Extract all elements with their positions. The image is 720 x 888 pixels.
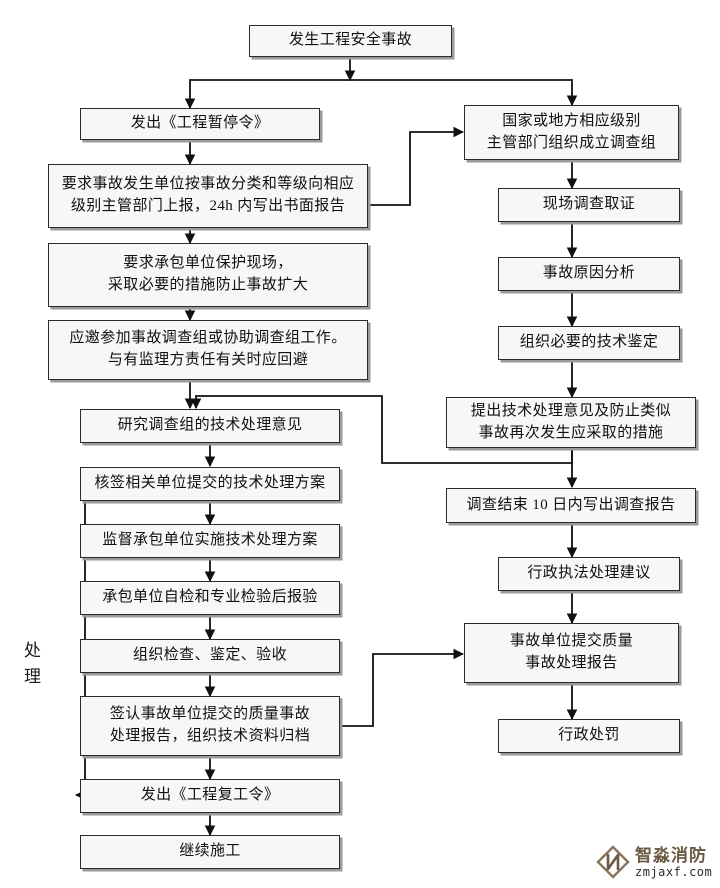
node-site-evidence[interactable]: 现场调查取证 <box>498 188 680 222</box>
node-site-evidence-line-1: 现场调查取证 <box>542 196 636 213</box>
wire-bus-to-suspend <box>184 79 350 110</box>
node-enforcement-advice-line-1: 行政执法处理建议 <box>527 565 651 582</box>
node-establish-group-line-1: 国家或地方相应级别 <box>502 112 641 129</box>
node-tech-appraisal-line-1: 组织必要的技术鉴定 <box>519 334 659 351</box>
node-propose-measures[interactable]: 提出技术处理意见及防止类似 事故再次发生应采取的措施 <box>446 397 696 448</box>
node-cause-analysis[interactable]: 事故原因分析 <box>498 257 680 291</box>
node-propose-measures-line-1: 提出技术处理意见及防止类似 <box>470 402 672 419</box>
node-propose-measures-line-2: 事故再次发生应采取的措施 <box>478 424 664 441</box>
node-protect-site-line-2: 采取必要的措施防止事故扩大 <box>107 277 309 293</box>
node-suspend-order[interactable]: 发出《工程暂停令》 <box>80 108 320 140</box>
node-report-request-line-1: 要求事故发生单位按事故分类和等级向相应 <box>61 176 355 193</box>
node-quality-report[interactable]: 事故单位提交质量 事故处理报告 <box>464 623 679 683</box>
node-protect-site-line-1: 要求承包单位保护现场， <box>123 255 293 272</box>
node-sign-report[interactable]: 签认事故单位提交的质量事故 处理报告，组织技术资料归档 <box>80 696 340 756</box>
node-resume-order-line-1: 发出《工程复工令》 <box>140 787 280 804</box>
node-organize-check-line-1: 组织检查、鉴定、验收 <box>132 647 287 664</box>
node-accident-line-1: 发生工程安全事故 <box>288 32 413 49</box>
node-report-request[interactable]: 要求事故发生单位按事故分类和等级向相应 级别主管部门上报，24h 内写出书面报告 <box>48 164 368 228</box>
node-investigation-report[interactable]: 调查结束 10 日内写出调查报告 <box>446 488 696 523</box>
watermark-brand: 智淼消防 <box>635 845 707 865</box>
node-quality-report-line-2: 事故处理报告 <box>525 655 618 671</box>
process-side-label: 处理 <box>24 641 42 687</box>
node-join-investigation-line-1: 应邀参加事故调查组或协助调查组工作。 <box>69 330 347 347</box>
node-study-opinion-line-1: 研究调查组的技术处理意见 <box>117 417 303 434</box>
node-continue-work-line-1: 继续施工 <box>179 843 241 860</box>
node-establish-group-line-2: 主管部门组织成立调查组 <box>486 134 657 151</box>
node-admin-penalty-line-1: 行政处罚 <box>558 727 620 744</box>
diamond-logo-icon <box>596 845 630 879</box>
node-supervise-plan[interactable]: 监督承包单位实施技术处理方案 <box>80 524 340 558</box>
watermark-text: 智淼消防 zmjaxf.com <box>635 847 712 878</box>
node-protect-site[interactable]: 要求承包单位保护现场， 采取必要的措施防止事故扩大 <box>48 243 368 307</box>
node-report-request-line-2: 级别主管部门上报，24h 内写出书面报告 <box>70 198 346 214</box>
node-self-inspection[interactable]: 承包单位自检和专业检验后报验 <box>80 581 340 615</box>
node-admin-penalty[interactable]: 行政处罚 <box>498 719 680 753</box>
node-tech-appraisal[interactable]: 组织必要的技术鉴定 <box>498 326 680 360</box>
node-suspend-order-line-1: 发出《工程暂停令》 <box>130 115 270 132</box>
node-self-inspection-line-1: 承包单位自检和专业检验后报验 <box>102 589 318 606</box>
node-join-investigation-line-2: 与有监理方责任有关时应回避 <box>107 352 309 368</box>
watermark-url: zmjaxf.com <box>635 864 713 879</box>
node-establish-group[interactable]: 国家或地方相应级别 主管部门组织成立调查组 <box>464 105 679 160</box>
node-cause-analysis-line-1: 事故原因分析 <box>542 265 636 282</box>
node-organize-check[interactable]: 组织检查、鉴定、验收 <box>80 639 340 673</box>
node-join-investigation[interactable]: 应邀参加事故调查组或协助调查组工作。 与有监理方责任有关时应回避 <box>48 320 368 380</box>
node-study-opinion[interactable]: 研究调查组的技术处理意见 <box>80 409 340 443</box>
wire-report-to-group <box>368 126 465 206</box>
node-sign-report-line-2: 处理报告，组织技术资料归档 <box>109 728 311 744</box>
node-enforcement-advice[interactable]: 行政执法处理建议 <box>498 557 680 591</box>
watermark-logo: 智淼消防 zmjaxf.com <box>596 845 712 879</box>
node-continue-work[interactable]: 继续施工 <box>80 835 340 869</box>
node-countersign-plan[interactable]: 核签相关单位提交的技术处理方案 <box>80 467 340 501</box>
node-supervise-plan-line-1: 监督承包单位实施技术处理方案 <box>102 532 318 549</box>
node-investigation-report-line-1: 调查结束 10 日内写出调查报告 <box>466 496 676 513</box>
wire-bus-to-group <box>350 79 578 107</box>
node-quality-report-line-1: 事故单位提交质量 <box>509 633 634 650</box>
node-countersign-plan-line-1: 核签相关单位提交的技术处理方案 <box>94 475 326 492</box>
node-resume-order[interactable]: 发出《工程复工令》 <box>80 779 340 813</box>
node-accident[interactable]: 发生工程安全事故 <box>249 25 452 57</box>
node-sign-report-line-1: 签认事故单位提交的质量事故 <box>109 706 311 723</box>
wire-signreport-to-quality <box>340 648 465 727</box>
